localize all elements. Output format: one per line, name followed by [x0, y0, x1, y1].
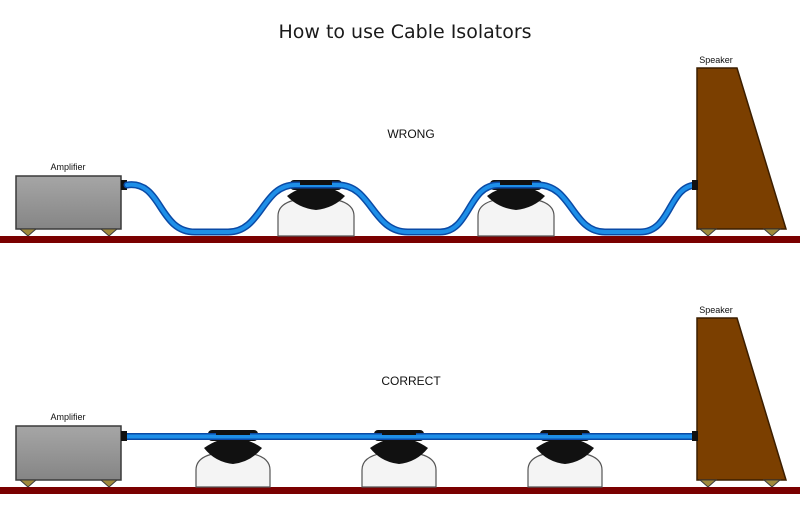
- amplifier-foot: [18, 228, 38, 237]
- amplifier-wrong: Amplifier: [15, 162, 127, 237]
- amplifier-foot: [99, 228, 119, 237]
- speaker-label-wrong: Speaker: [699, 55, 733, 65]
- diagram-title: How to use Cable Isolators: [278, 21, 531, 43]
- amplifier-jack: [121, 431, 127, 441]
- speaker-foot: [698, 228, 718, 237]
- floor-correct: [0, 487, 800, 494]
- speaker-foot: [762, 228, 782, 237]
- cable-wrong: [123, 181, 701, 236]
- amplifier-foot: [99, 479, 119, 488]
- amplifier-foot: [18, 479, 38, 488]
- status-label-wrong: WRONG: [387, 127, 434, 141]
- speaker-label-correct: Speaker: [699, 305, 733, 315]
- status-label-correct: CORRECT: [381, 374, 441, 388]
- speaker-jack: [692, 180, 698, 190]
- speaker-foot: [762, 479, 782, 488]
- speaker-jack: [692, 431, 698, 441]
- panel-correct: CORRECT Amplifier: [0, 305, 800, 494]
- speaker-wrong: Speaker: [692, 55, 788, 237]
- speaker-correct: Speaker: [692, 305, 788, 488]
- amplifier-label-correct: Amplifier: [50, 412, 85, 422]
- amplifier-label-wrong: Amplifier: [50, 162, 85, 172]
- amplifier-correct: Amplifier: [15, 412, 127, 488]
- speaker-foot: [698, 479, 718, 488]
- floor-wrong: [0, 236, 800, 243]
- panel-wrong: WRONG Amplifier Speake: [0, 55, 800, 243]
